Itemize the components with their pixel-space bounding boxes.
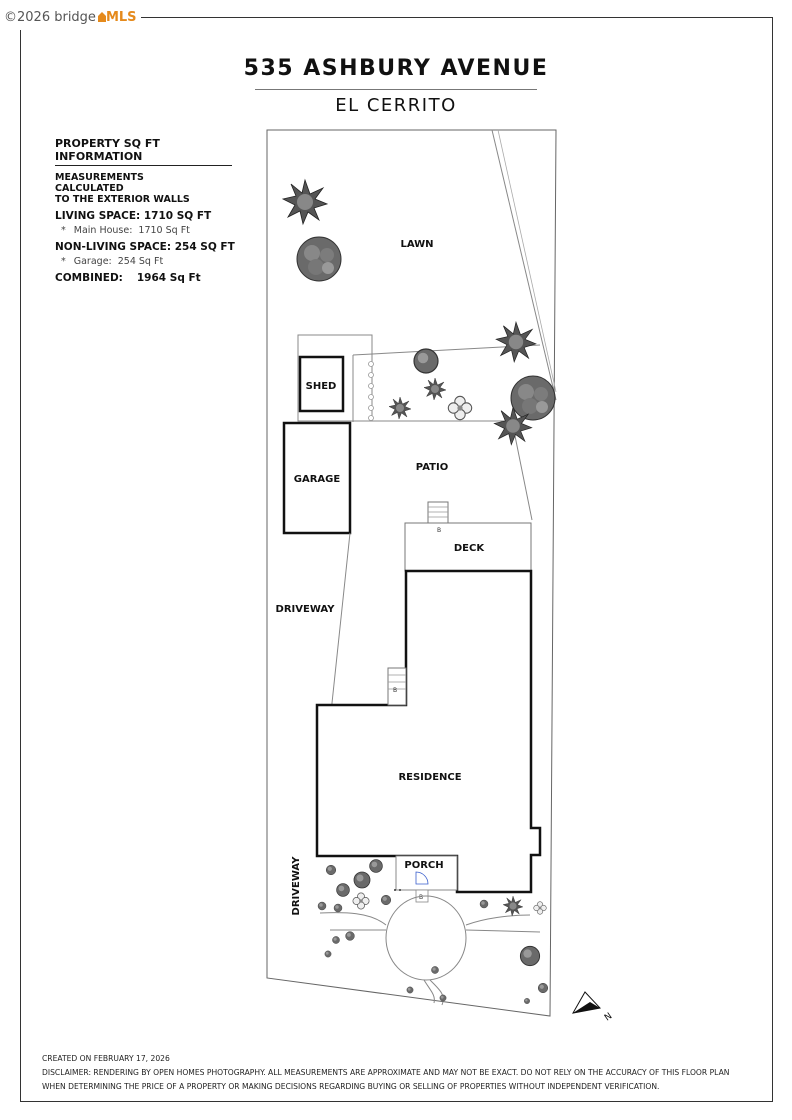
shrub-icon — [380, 894, 392, 906]
main-house-value: 1710 Sq Ft — [138, 225, 190, 236]
label-shed: SHED — [306, 381, 337, 392]
main-house-label: Main House: — [73, 225, 133, 236]
label-patio: PATIO — [416, 462, 448, 473]
shrub-icon — [345, 931, 355, 941]
shrub-icon — [332, 936, 340, 944]
lot-boundary — [266, 129, 557, 1017]
property-address: 535 ASHBURY AVENUE — [243, 56, 549, 81]
driveway-edge — [331, 532, 351, 704]
measurement-note-line2: TO THE EXTERIOR WALLS — [55, 194, 190, 205]
garage-label: Garage: — [73, 256, 112, 267]
shrub-icon — [406, 986, 414, 994]
disclaimer-line1: DISCLAIMER: RENDERING BY OPEN HOMES PHOT… — [42, 1068, 730, 1077]
label-deck: DECK — [454, 543, 485, 554]
shrub-icon — [333, 903, 343, 913]
deck-stair-mark: B — [437, 527, 441, 534]
label-porch: PORCH — [404, 860, 443, 871]
shrub-icon — [519, 945, 541, 967]
page-frame — [20, 17, 773, 1102]
living-space-total: LIVING SPACE: 1710 SQ FT — [55, 210, 212, 222]
title-divider — [255, 89, 537, 90]
shrub-icon — [369, 859, 383, 873]
shed-pad — [297, 334, 373, 422]
house-logo-icon — [97, 12, 106, 22]
bullet: * — [61, 256, 66, 267]
created-date: CREATED ON FEBRUARY 17, 2026 — [42, 1054, 170, 1063]
tree-icon — [495, 321, 537, 363]
garage-value: 254 Sq Ft — [117, 256, 164, 267]
shrub-icon — [336, 883, 350, 897]
residence-outline — [315, 569, 542, 894]
label-lawn: LAWN — [400, 239, 433, 250]
measurement-note-line1: MEASUREMENTS CALCULATED — [55, 172, 144, 194]
side-stair-mark: B — [393, 687, 397, 694]
tree-icon — [296, 236, 342, 282]
north-arrow-icon: N — [572, 991, 614, 1023]
combined-value: 1964 Sq Ft — [136, 272, 201, 284]
shrub-icon — [423, 377, 447, 401]
label-garage: GARAGE — [294, 474, 341, 485]
watermark-copyright: ©2026 bridge — [4, 9, 96, 25]
porch-stair-mark: B — [419, 894, 423, 901]
tree-icon — [282, 179, 328, 225]
shrub-icon — [317, 901, 327, 911]
north-letter: N — [603, 1011, 614, 1023]
disclaimer-line2: WHEN DETERMINING THE PRICE OF A PROPERTY… — [42, 1082, 660, 1091]
lot-edge-line — [497, 129, 557, 393]
garage-row: * Garage: 254 Sq Ft — [55, 256, 255, 267]
flower-icon — [352, 892, 370, 910]
label-driveway-front: DRIVEWAY — [291, 856, 302, 916]
porch-door-swing — [415, 871, 429, 885]
front-walkway — [319, 895, 541, 1006]
side-stair: B — [387, 667, 407, 706]
garage-outline — [282, 421, 352, 535]
shrub-icon — [537, 982, 549, 994]
watermark: ©2026 bridge MLS — [4, 4, 141, 30]
sqft-info-heading: PROPERTY SQ FT INFORMATION — [55, 137, 232, 166]
shrub-icon — [502, 895, 524, 917]
sqft-info-panel: PROPERTY SQ FT INFORMATION MEASUREMENTS … — [55, 137, 255, 284]
shrub-icon — [479, 899, 489, 909]
lot-edge-line — [491, 129, 557, 401]
shrub-icon — [324, 950, 332, 958]
shed-outline — [298, 355, 345, 413]
bullet: * — [61, 225, 66, 236]
property-city: EL CERRITO — [335, 95, 457, 116]
shrub-icon — [524, 998, 530, 1004]
shrub-icon — [439, 994, 447, 1002]
label-residence: RESIDENCE — [398, 772, 461, 783]
stepping-stones — [368, 361, 374, 421]
label-driveway: DRIVEWAY — [276, 604, 336, 615]
shrub-icon — [431, 966, 439, 974]
shrub-icon — [388, 396, 412, 420]
combined-label: COMBINED: — [55, 272, 123, 284]
measurement-note: MEASUREMENTS CALCULATED TO THE EXTERIOR … — [55, 172, 215, 205]
shrub-icon — [325, 864, 337, 876]
shrub-icon — [353, 871, 371, 889]
combined-row: COMBINED: 1964 Sq Ft — [55, 272, 255, 284]
deck-stair: B — [427, 501, 449, 534]
watermark-brand: MLS — [105, 9, 137, 25]
flower-icon — [533, 901, 547, 915]
main-house-row: * Main House: 1710 Sq Ft — [55, 225, 255, 236]
footer: CREATED ON FEBRUARY 17, 2026 DISCLAIMER:… — [42, 1052, 762, 1094]
non-living-space-total: NON-LIVING SPACE: 254 SQ FT — [55, 241, 235, 253]
shrub-icon — [413, 348, 439, 374]
tree-icon — [510, 375, 556, 421]
flower-icon — [447, 395, 473, 421]
